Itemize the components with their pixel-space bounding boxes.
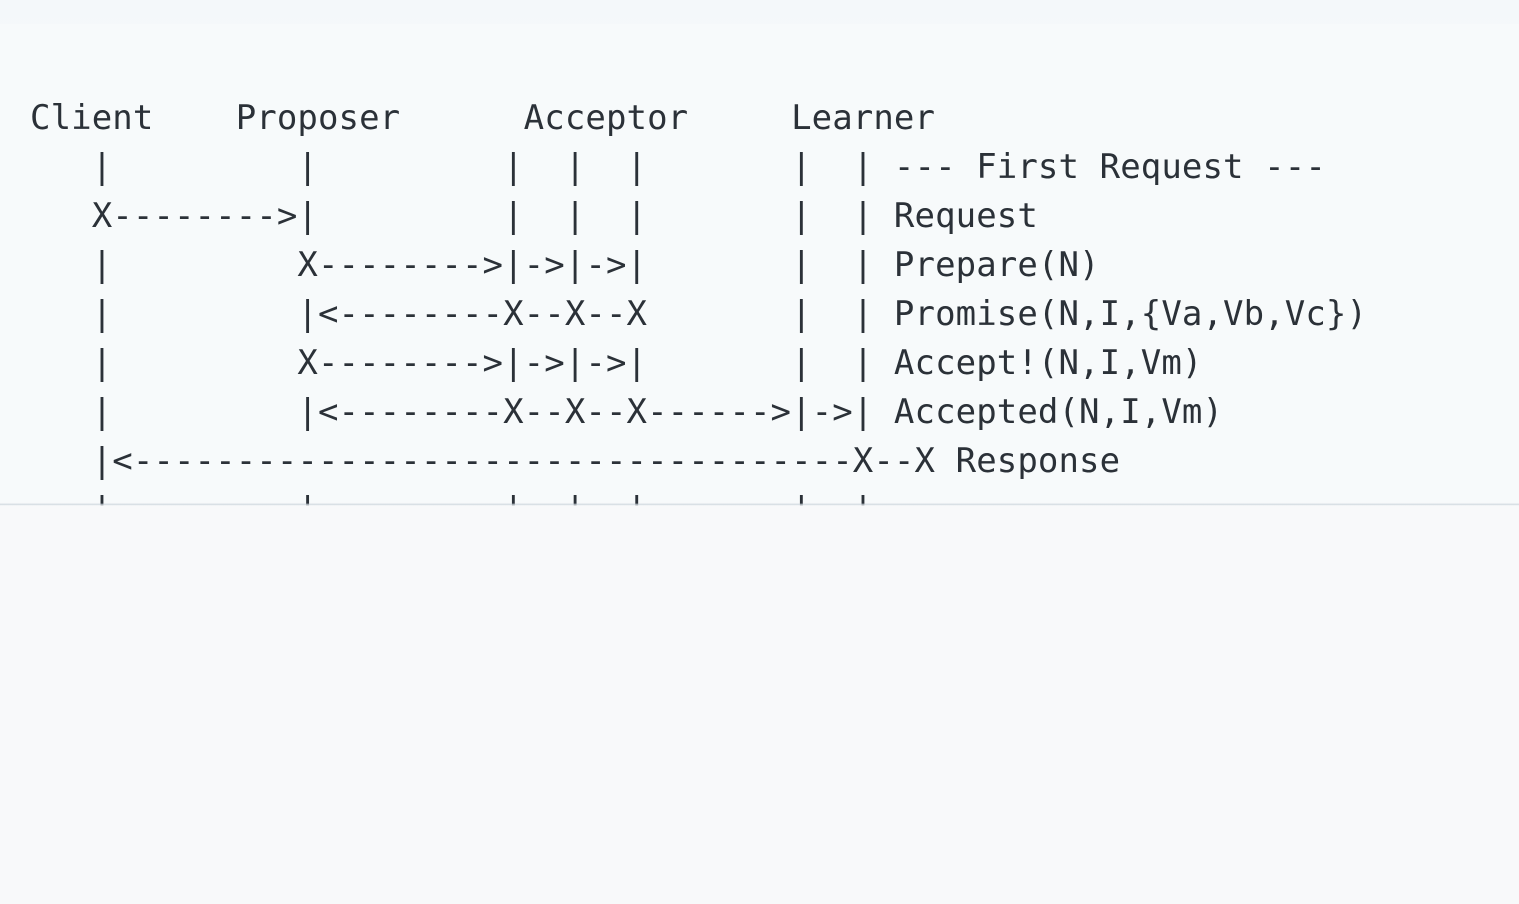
first-request-ascii-art: Client Proposer Acceptor Learner | | | |… [30, 98, 1368, 530]
block-divider [0, 503, 1519, 506]
following-requests-block: Client Proposer Acceptor Learner | | | |… [0, 506, 1519, 904]
first-request-block: Client Proposer Acceptor Learner | | | |… [0, 24, 1519, 530]
